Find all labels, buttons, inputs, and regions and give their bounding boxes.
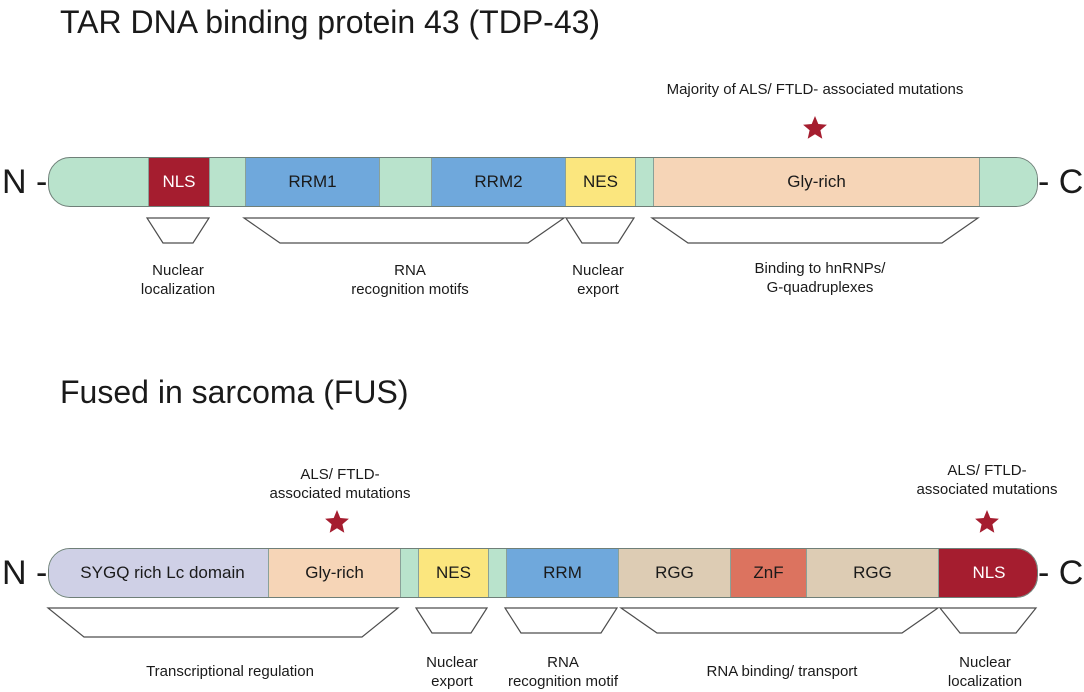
tdp43-domain-rrm1: RRM1 xyxy=(245,158,379,206)
tdp43-domain-rrm2: RRM2 xyxy=(431,158,565,206)
fus-mutation-note-right: ALS/ FTLD-associated mutations xyxy=(916,462,1058,498)
tdp43-bracket-nls xyxy=(145,217,211,244)
fus-c-terminus: - C xyxy=(1038,554,1084,592)
fus-domain-nls: NLS xyxy=(938,549,1037,597)
fus-domain-nes: NES xyxy=(418,549,488,597)
fus-protein-bar: SYGQ rich Lc domain Gly-rich NES RRM RGG… xyxy=(48,548,1038,598)
fus-domain-rrm: RRM xyxy=(506,549,618,597)
fus-mutation-star-left-icon xyxy=(325,510,349,533)
fus-function-rna-binding-transport: RNA binding/ transport xyxy=(706,663,858,680)
fus-bracket-transcriptional xyxy=(46,607,400,638)
tdp43-linker xyxy=(209,158,245,206)
fus-title: Fused in sarcoma (FUS) xyxy=(60,374,409,410)
fus-mutation-star-right-icon xyxy=(975,510,999,533)
fus-domain-znf: ZnF xyxy=(730,549,806,597)
tdp43-protein-bar: NLS RRM1 RRM2 NES Gly-rich xyxy=(48,157,1038,207)
tdp43-linker xyxy=(379,158,431,206)
fus-domain-rgg-2: RGG xyxy=(806,549,938,597)
tdp43-n-terminus: N - xyxy=(2,163,48,201)
tdp43-domain-gly-rich: Gly-rich xyxy=(653,158,979,206)
fus-domain-sygq: SYGQ rich Lc domain xyxy=(49,549,268,597)
tdp43-c-terminus: - C xyxy=(1038,163,1084,201)
tdp43-domain-nls: NLS xyxy=(148,158,209,206)
tdp43-bracket-nes xyxy=(564,217,636,244)
fus-bracket-nes xyxy=(414,607,489,634)
fus-domain-gly-rich: Gly-rich xyxy=(268,549,400,597)
fus-bracket-rrm xyxy=(503,607,619,634)
tdp43-linker xyxy=(979,158,1037,206)
fus-n-terminus: N - xyxy=(2,554,48,592)
tdp43-bracket-rrm xyxy=(242,217,566,244)
tdp43-mutation-star-icon xyxy=(803,116,827,139)
tdp43-linker xyxy=(635,158,653,206)
tdp43-function-hnrnp-binding: Binding to hnRNPs/G-quadruplexes xyxy=(754,260,886,296)
tdp43-domain-nes: NES xyxy=(565,158,635,206)
fus-linker xyxy=(488,549,506,597)
fus-mutation-note-left: ALS/ FTLD-associated mutations xyxy=(269,466,411,502)
tdp43-title: TAR DNA binding protein 43 (TDP-43) xyxy=(60,4,601,40)
fus-linker xyxy=(400,549,418,597)
fus-function-transcriptional-regulation: Transcriptional regulation xyxy=(146,663,314,680)
fus-bracket-rna-binding xyxy=(619,607,940,634)
fus-bracket-nls xyxy=(938,607,1038,634)
fus-domain-rgg-1: RGG xyxy=(618,549,730,597)
tdp43-bracket-gly xyxy=(650,217,980,244)
tdp43-mutation-note: Majority of ALS/ FTLD- associated mutati… xyxy=(666,81,964,98)
